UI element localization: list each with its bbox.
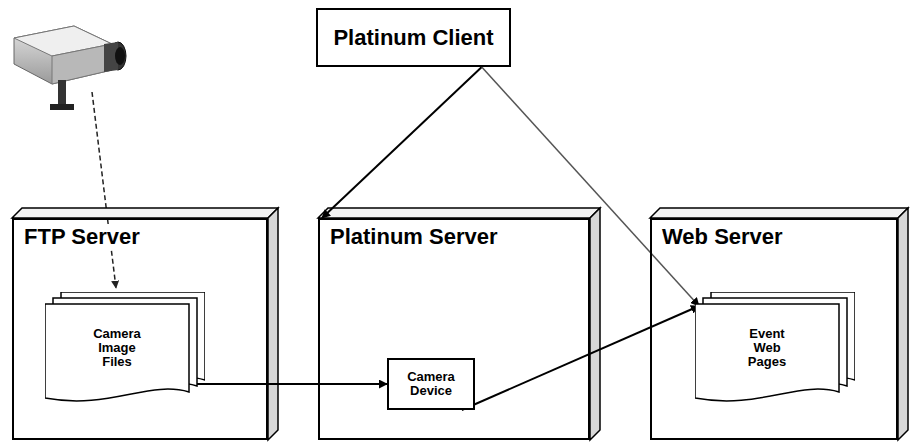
flow-arrow <box>197 383 387 385</box>
document-label: Camera Image Files <box>86 327 148 370</box>
server-node: Platinum ServerCamera Device <box>318 218 590 440</box>
flow-arrow <box>462 306 699 410</box>
server-side-face <box>590 208 600 440</box>
server-top-face <box>650 208 908 218</box>
server-title: FTP Server <box>22 224 142 250</box>
client-box: Platinum Client <box>316 8 511 67</box>
server-node: Web ServerEvent Web Pages <box>650 218 898 440</box>
document-label: Event Web Pages <box>736 327 798 370</box>
server-side-face <box>268 208 278 440</box>
document-page <box>45 304 189 401</box>
server-node: FTP ServerCamera Image Files <box>12 218 268 440</box>
device-box: Camera Device <box>387 358 475 410</box>
server-title: Platinum Server <box>328 224 500 250</box>
file-stack: Camera Image Files <box>45 292 205 404</box>
server-depth <box>318 208 600 440</box>
document-label-area: Event Web Pages <box>695 306 839 390</box>
server-top-face <box>12 208 278 218</box>
flow-arrow <box>482 67 699 306</box>
server-depth <box>12 208 278 440</box>
server-side-face <box>898 208 908 440</box>
box-label: Platinum Client <box>333 25 493 51</box>
flow-arrow <box>322 67 482 218</box>
page-stack: Event Web Pages <box>695 292 855 404</box>
server-title: Web Server <box>660 224 785 250</box>
server-top-face <box>318 208 600 218</box>
box-label: Camera Device <box>400 370 462 399</box>
document-page <box>695 304 839 401</box>
server-depth <box>650 208 908 440</box>
camera-illustration <box>14 26 126 110</box>
document-label-area: Camera Image Files <box>45 306 189 390</box>
camera-upload-line <box>92 92 116 288</box>
